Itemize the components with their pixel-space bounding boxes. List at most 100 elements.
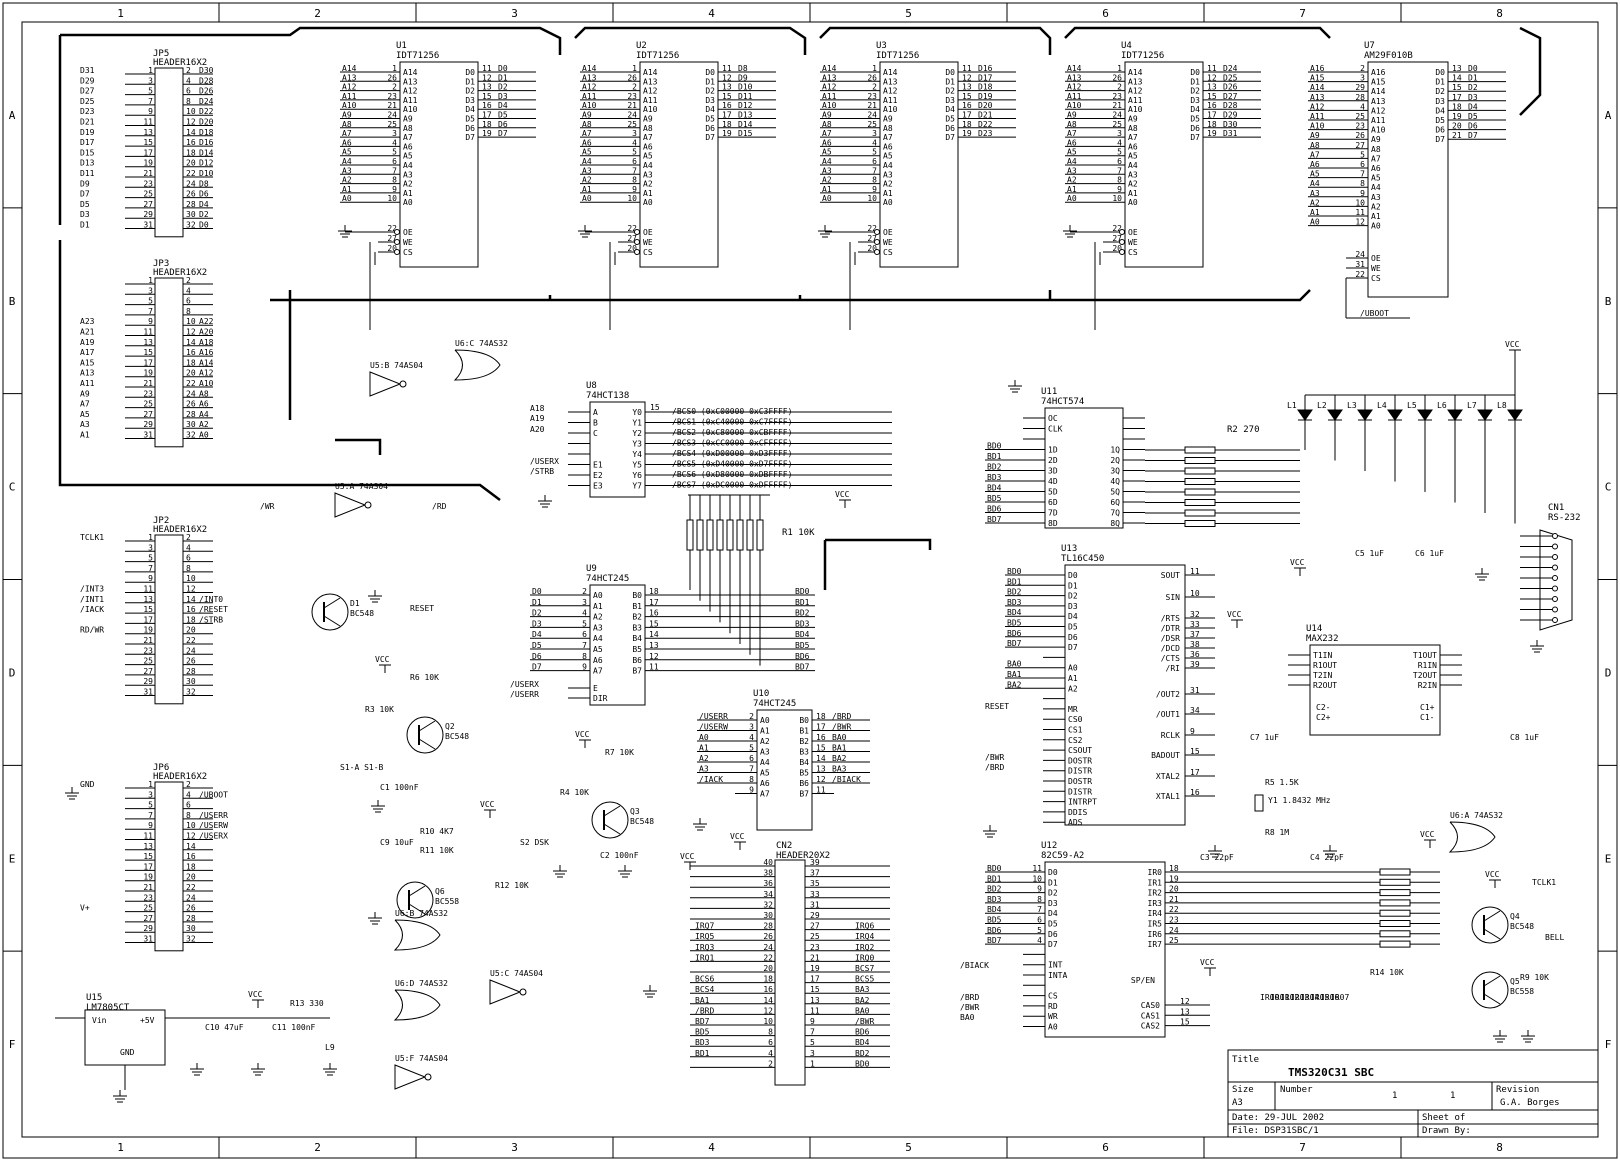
resistor-element [1184,467,1216,475]
net-label: BD6 [987,505,1002,514]
pin-name: D4 [945,105,955,114]
pin-name: D0 [1190,68,1200,77]
net-label: D7 [80,190,90,199]
vcc-r6: VCC [375,655,390,664]
pin-name: A16 [1371,68,1386,77]
pin-number: 19 [143,159,153,168]
pin-number: 8 [768,1028,773,1037]
rs232-driver-u14: U14MAX232T1INR1OUTT2INR2OUTT1OUTR1INT2OU… [1288,624,1462,736]
pin-name: A9 [883,115,893,124]
s1-label: S1-A S1-B [340,763,384,772]
pin-name: A8 [1128,124,1138,133]
net-label: D23 [978,129,993,138]
pin-number: 4 [872,138,877,147]
pin-number: 27 [810,922,820,931]
net-label: A1 [582,185,592,194]
pin-name: D7 [1068,643,1078,652]
pin-number: 10 [186,107,196,116]
net-label: A8 [1310,141,1320,150]
pin-number: 2 [392,83,397,92]
pin-number: 26 [1355,131,1365,140]
pin-number: 24 [1112,111,1122,120]
pin-name: D7 [1048,940,1058,949]
ir-vertical-label: IR04 [1300,993,1319,1002]
net-label: BD1 [695,1049,710,1058]
net-label: D14 [738,120,753,129]
pin-number: 12 [649,652,659,661]
transistor-collector [418,720,436,732]
pin-number: 30 [186,677,196,686]
net-label: D21 [978,111,993,120]
cn1-ref: CN1 [1548,503,1564,513]
net-label: D1 [498,73,508,82]
pin-name: DISTR [1068,787,1092,796]
pin-number: 25 [143,657,153,666]
pin-number: 3 [148,790,153,799]
net-label: D24 [199,97,214,106]
pin-name: D3 [1190,96,1200,105]
net-label: BCS7 [855,964,874,973]
pin-number: 12 [962,73,972,82]
pin-number: 13 [722,83,732,92]
r9-label: R9 10K [1520,973,1549,982]
vcc-cn2: VCC [680,852,695,861]
pin-name: B [593,419,598,428]
inversion-bubble [519,988,527,996]
net-label: D6 [1468,122,1478,131]
pin-name: DOSTR [1068,756,1092,765]
net-label: /USERX [199,832,228,841]
pin-number: 3 [1360,74,1365,83]
pin-name: A0 [643,198,653,207]
inverter-body [369,371,402,397]
pin-number: 2 [186,533,191,542]
max232-c1m: C1- [1420,713,1434,722]
inversion-bubble [634,249,640,255]
pin-name: A13 [1371,97,1386,106]
inverter-body [489,979,522,1005]
net-label: BA0 [855,1006,870,1015]
pin-number: 4 [1037,936,1042,945]
pin-number: 25 [1169,936,1179,945]
pin-name: R2OUT [1313,681,1337,690]
pin-number: 11 [1032,864,1042,873]
pin-name: A14 [1128,68,1143,77]
net-label: A10 [342,101,357,110]
uart-u13: U13TL16C450D0BD0D1BD1D2BD2D3BD3D4BD4D5BD… [1005,544,1186,827]
pin-name: /RTS [1161,614,1180,623]
pin-number: 28 [186,667,196,676]
led-label: L7 [1467,401,1477,410]
pin-number: 13 [649,641,659,650]
net-label: A3 [1067,166,1077,175]
net-label: D18 [978,83,993,92]
net-label: A4 [342,157,352,166]
pin-name: B3 [799,748,809,757]
pin-name: A4 [1371,183,1381,192]
inversion-bubble [399,380,407,388]
pin-name: A6 [643,142,653,151]
pin-number: 15 [722,92,732,101]
r2-label: R2 270 [1227,425,1260,435]
pin-number: 32 [1190,610,1200,619]
net-label: A3 [822,166,832,175]
regulator-vout: +5V [140,1016,155,1025]
pin-name: E1 [593,461,603,470]
pin-number: 17 [962,111,972,120]
pin-number: 5 [632,148,637,157]
pin-name: C [593,429,598,438]
net-label: A12 [342,83,357,92]
pin-name: B1 [799,727,809,736]
zone-col-top: 7 [1299,7,1306,20]
net-label: A0 [1067,194,1077,203]
pin-number: 17 [482,111,492,120]
pin-name: CAS2 [1141,1022,1160,1031]
pin-number: 21 [143,883,153,892]
net-label: A6 [199,400,209,409]
transistor-emitter [323,615,341,627]
pin-name: 3D [1048,467,1058,476]
pin-number: 31 [810,900,820,909]
net-label: D26 [199,87,214,96]
pin-number: 16 [763,985,773,994]
net-label: BD7 [987,515,1002,524]
net-label: A14 [342,64,357,73]
